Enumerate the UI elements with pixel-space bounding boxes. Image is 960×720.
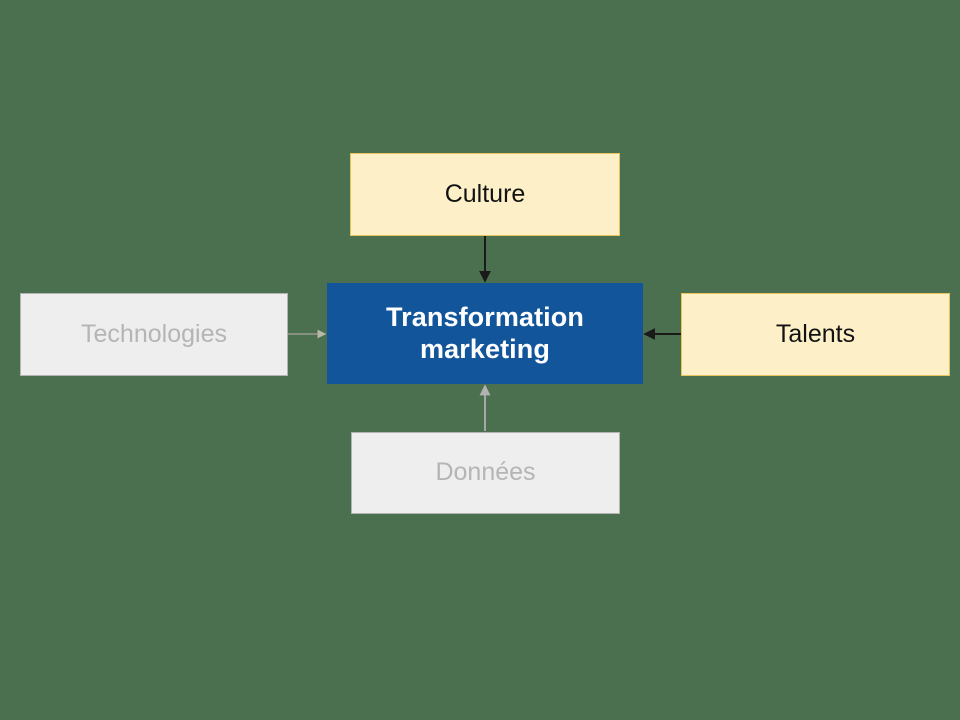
node-technologies-label: Technologies xyxy=(81,319,227,348)
node-transformation-marketing[interactable]: Transformation marketing xyxy=(327,283,643,384)
node-donnees[interactable]: Données xyxy=(351,432,620,514)
node-culture-label: Culture xyxy=(444,179,526,208)
node-transformation-marketing-label: Transformation marketing xyxy=(386,301,584,364)
node-talents-label: Talents xyxy=(775,319,856,348)
node-donnees-label: Données xyxy=(435,458,536,487)
node-culture[interactable]: Culture xyxy=(350,153,620,236)
node-technologies[interactable]: Technologies xyxy=(20,293,288,376)
node-talents[interactable]: Talents xyxy=(681,293,950,376)
